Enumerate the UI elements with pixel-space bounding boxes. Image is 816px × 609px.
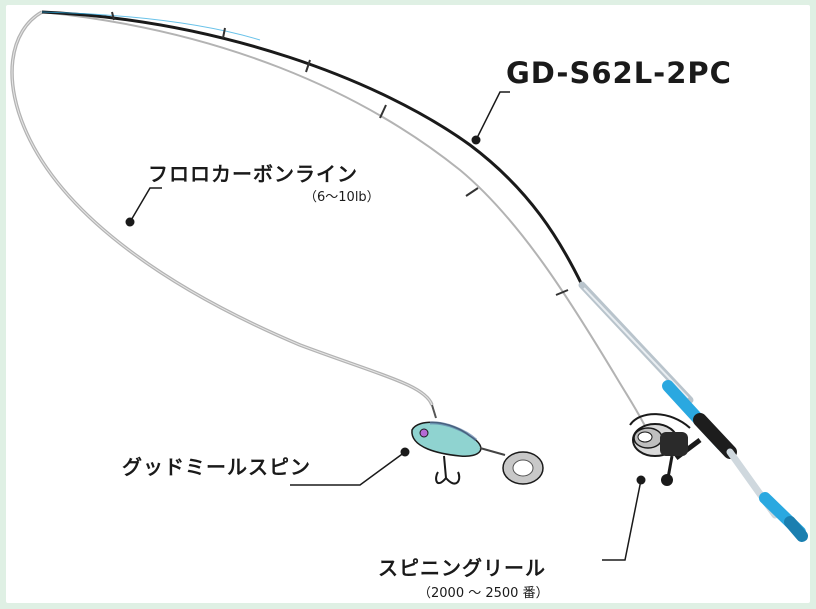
butt-cap — [784, 516, 808, 542]
reel-seat — [693, 413, 737, 459]
spinning-reel — [629, 413, 702, 486]
line-label: フロロカーボンライン — [148, 162, 358, 186]
reel-label: スピニングリール — [378, 556, 546, 580]
line-spec-label: （6～10lb） — [304, 190, 380, 205]
fishing-line-inner — [11, 11, 433, 406]
lure-body — [411, 421, 482, 457]
reel-spec-label: （2000 ～ 2500 番） — [418, 586, 549, 601]
rod-tip-section — [41, 10, 584, 286]
lure-eye — [419, 428, 429, 438]
guide-line — [41, 11, 649, 433]
rod-tip-highlight — [41, 11, 261, 41]
lure — [411, 404, 544, 485]
rod-label: GD-S62L-2PC — [506, 56, 732, 90]
diagram-frame — [6, 5, 810, 603]
treble-hook — [435, 455, 461, 485]
rod-butt-core — [583, 287, 689, 399]
callout-lines — [129, 91, 642, 561]
callout-dots — [125, 135, 646, 485]
lure-label: グッドミールスピン — [122, 455, 311, 479]
rod-guides — [111, 11, 569, 296]
fishing-line — [10, 10, 434, 406]
